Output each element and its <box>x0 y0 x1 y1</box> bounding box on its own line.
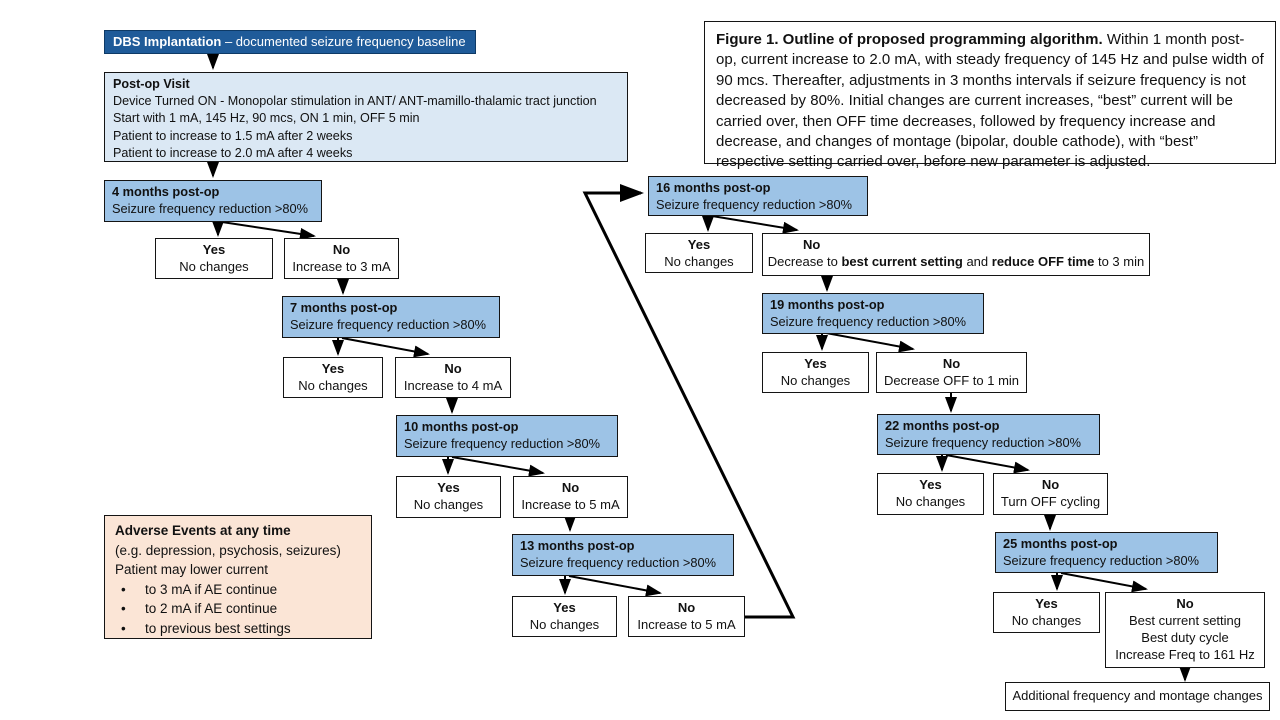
adverse-bullet-item: •to 3 mA if AE continue <box>115 580 361 600</box>
figure-caption-title: Figure 1. Outline of proposed programmin… <box>716 31 1103 48</box>
yes-box-10-months: Yes No changes <box>396 476 501 518</box>
additional-changes-text: Additional frequency and montage changes <box>1012 688 1263 703</box>
yes-box-7-months: Yes No changes <box>283 357 383 398</box>
adverse-bullet-item: •to 2 mA if AE continue <box>115 599 361 619</box>
post-op-title: Post-op Visit <box>113 77 190 91</box>
decision-title: 16 months post-op <box>656 180 771 195</box>
figure-caption: Figure 1. Outline of proposed programmin… <box>704 21 1276 170</box>
decision-box-22-months: 22 months post-op Seizure frequency redu… <box>877 414 1100 455</box>
figure-caption-body: Within 1 month post-op, current increase… <box>716 31 1264 171</box>
post-op-line: Patient to increase to 1.5 mA after 2 we… <box>113 128 353 143</box>
decision-subtitle: Seizure frequency reduction >80% <box>112 201 308 216</box>
adverse-events-box: Adverse Events at any time (e.g. depress… <box>104 515 372 639</box>
no-box-19-months: No Decrease OFF to 1 min <box>876 352 1027 393</box>
decision-box-16-months: 16 months post-op Seizure frequency redu… <box>648 176 868 216</box>
decision-title: 19 months post-op <box>770 297 885 312</box>
no-box-22-months: No Turn OFF cycling <box>993 473 1108 515</box>
no-box-7-months: No Increase to 4 mA <box>395 357 511 398</box>
post-op-line: Patient to increase to 2.0 mA after 4 we… <box>113 145 353 160</box>
yes-box-4-months: Yes No changes <box>155 238 273 279</box>
dbs-implantation-box: DBS Implantation – documented seizure fr… <box>104 30 476 54</box>
no-box-16-text: Decrease to best current setting and red… <box>767 254 1145 269</box>
post-op-line: Device Turned ON - Monopolar stimulation… <box>113 94 597 109</box>
no-box-10-months: No Increase to 5 mA <box>513 476 628 518</box>
decision-subtitle: Seizure frequency reduction >80% <box>1003 553 1199 568</box>
dbs-implantation-subtitle: – documented seizure frequency baseline <box>221 34 466 49</box>
bullet-icon: • <box>121 601 126 616</box>
decision-title: 22 months post-op <box>885 418 1000 433</box>
decision-box-13-months: 13 months post-op Seizure frequency redu… <box>512 534 734 576</box>
bullet-icon: • <box>121 620 126 636</box>
dbs-implantation-title: DBS Implantation <box>113 34 222 49</box>
post-op-visit-box: Post-op Visit Device Turned ON - Monopol… <box>104 72 628 162</box>
yes-box-25-months: Yes No changes <box>993 592 1100 633</box>
decision-title: 13 months post-op <box>520 538 635 553</box>
yes-box-22-months: Yes No changes <box>877 473 984 515</box>
no-box-16-months: No Decrease to best current setting and … <box>762 233 1150 276</box>
decision-title: 10 months post-op <box>404 419 519 434</box>
adverse-title: Adverse Events at any time <box>115 523 291 538</box>
decision-box-4-months: 4 months post-op Seizure frequency reduc… <box>104 180 322 222</box>
decision-subtitle: Seizure frequency reduction >80% <box>290 317 486 332</box>
no-box-4-months: No Increase to 3 mA <box>284 238 399 279</box>
bullet-icon: • <box>121 581 126 597</box>
decision-title: 25 months post-op <box>1003 536 1118 551</box>
decision-subtitle: Seizure frequency reduction >80% <box>656 197 852 212</box>
decision-subtitle: Seizure frequency reduction >80% <box>885 435 1081 450</box>
adverse-line: Patient may lower current <box>115 562 269 577</box>
yes-box-13-months: Yes No changes <box>512 596 617 637</box>
decision-box-7-months: 7 months post-op Seizure frequency reduc… <box>282 296 500 338</box>
post-op-line: Start with 1 mA, 145 Hz, 90 mcs, ON 1 mi… <box>113 111 420 126</box>
decision-title: 7 months post-op <box>290 300 398 315</box>
additional-changes-box: Additional frequency and montage changes <box>1005 682 1270 711</box>
yes-box-19-months: Yes No changes <box>762 352 869 393</box>
decision-box-25-months: 25 months post-op Seizure frequency redu… <box>995 532 1218 573</box>
decision-subtitle: Seizure frequency reduction >80% <box>520 555 716 570</box>
no-box-13-months: No Increase to 5 mA <box>628 596 745 637</box>
no-box-25-months: No Best current setting Best duty cycle … <box>1105 592 1265 668</box>
decision-box-10-months: 10 months post-op Seizure frequency redu… <box>396 415 618 457</box>
decision-box-19-months: 19 months post-op Seizure frequency redu… <box>762 293 984 334</box>
adverse-bullet-item: •to previous best settings <box>115 619 361 639</box>
adverse-line: (e.g. depression, psychosis, seizures) <box>115 542 341 558</box>
decision-subtitle: Seizure frequency reduction >80% <box>404 436 600 451</box>
decision-title: 4 months post-op <box>112 184 220 199</box>
decision-subtitle: Seizure frequency reduction >80% <box>770 314 966 329</box>
yes-box-16-months: Yes No changes <box>645 233 753 273</box>
